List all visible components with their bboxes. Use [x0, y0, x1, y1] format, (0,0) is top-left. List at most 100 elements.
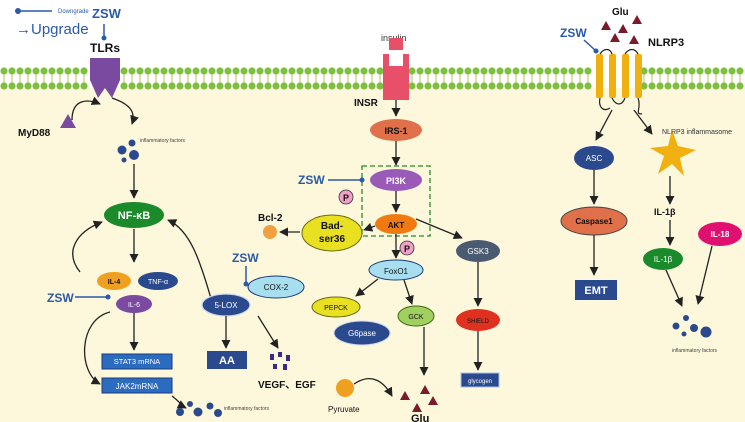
- phospho-p2-label: P: [404, 244, 410, 254]
- emt-box: [575, 280, 617, 300]
- shield-node: [456, 309, 500, 331]
- zsw-label-nlrp3: ZSW: [560, 26, 587, 40]
- akt-node: [375, 214, 417, 234]
- bcl2-label: Bcl-2: [258, 213, 283, 224]
- glu-triangles: [400, 385, 438, 412]
- pyruvate-node: [336, 379, 354, 397]
- tlr-receptor: [90, 58, 120, 98]
- zsw-label-pi3k: ZSW: [298, 173, 325, 187]
- gsk3-node: [456, 240, 500, 262]
- myd88-to-tlr-arrow: [71, 96, 101, 121]
- insulin-block: [389, 38, 403, 50]
- inflam-label-right: inflammatory factors: [672, 348, 718, 354]
- zsw-label-cox: ZSW: [232, 251, 259, 265]
- nfkb-node: [104, 202, 164, 228]
- zsw-nlrp3-dot: [593, 48, 599, 54]
- vegf-label: VEGF、EGF: [258, 380, 316, 391]
- g6pase-label: G6pase: [348, 329, 377, 338]
- gck-label: GCK: [408, 314, 424, 321]
- pepck-node: [311, 296, 361, 318]
- pi3k-node: [370, 169, 422, 191]
- myd88-triangle: [60, 114, 76, 128]
- pyruvate-label: Pyruvate: [328, 405, 360, 414]
- legend-upgrade: →Upgrade: [16, 21, 89, 38]
- inflam-label-bottom: inflammatory factors: [224, 406, 270, 412]
- cox2-label: COX-2: [264, 283, 289, 292]
- il1b-to-factors-arrow: [665, 269, 683, 307]
- bad-label-1: Bad-: [321, 221, 343, 232]
- il4-label: IL-4: [108, 279, 121, 286]
- glycogen-box: [460, 372, 500, 388]
- cell-membrane: [0, 67, 744, 90]
- nlrp3-channel: [596, 48, 643, 115]
- jak2-to-factors-arrow: [171, 395, 187, 409]
- nlrp3-to-inflammasome-arrow: [633, 109, 653, 135]
- bad-label-2: ser36: [319, 234, 346, 245]
- nlrp3-label: NLRP3: [648, 37, 684, 49]
- tlrs-label: TLRs: [90, 41, 120, 55]
- glu-top-label: Glu: [612, 7, 629, 18]
- lox5-label: 5-LOX: [214, 301, 238, 310]
- glu-top-triangles: [601, 15, 642, 44]
- zsw-cox-dot: [243, 281, 249, 287]
- phospho-p2: [399, 240, 415, 256]
- insr-receptor: [383, 54, 409, 100]
- il1b-node: [643, 248, 683, 270]
- inflammasome-star: [650, 130, 696, 176]
- aa-box: [207, 351, 247, 369]
- insr-label: INSR: [354, 98, 379, 109]
- zsw-label-il: ZSW: [47, 291, 74, 305]
- akt-to-bad-arrow: [363, 222, 376, 232]
- inflammatory-dots-left: [117, 139, 139, 163]
- pyruvate-to-glu-arrow: [353, 378, 393, 397]
- pepck-label: PEPCK: [324, 305, 348, 312]
- asc-node: [574, 146, 614, 170]
- akt-to-gsk3-arrow: [415, 218, 463, 240]
- il18-node: [698, 222, 742, 246]
- foxo1-to-gck-arrow: [403, 279, 414, 305]
- lox-to-vegf-arrow: [257, 315, 279, 349]
- foxo1-node: [368, 259, 424, 281]
- lox-to-nfkb-arrow: [167, 219, 213, 303]
- il6-to-jak2-arrow: [83, 311, 111, 385]
- aa-label: AA: [219, 355, 235, 367]
- phospho-p1-label: P: [343, 193, 349, 203]
- legend-downgrade: Downgrade: [58, 9, 89, 15]
- glu-label: Glu: [411, 413, 429, 422]
- irs1-label: IRS-1: [384, 126, 407, 136]
- caspase1-label: Caspase1: [575, 217, 613, 226]
- tnf-node: [138, 272, 178, 290]
- il18-label: IL-18: [711, 230, 730, 239]
- il1b-text: IL-1β: [654, 207, 676, 217]
- asc-label: ASC: [586, 154, 603, 163]
- vegf-particles: [270, 352, 290, 370]
- il4-to-nfkb-arrow: [72, 220, 103, 273]
- gsk3-label: GSK3: [467, 247, 489, 256]
- jak2-label: JAK2mRNA: [116, 382, 159, 391]
- inflammatory-dots-bottom: [176, 401, 222, 417]
- nfkb-label: NF-κB: [118, 210, 150, 222]
- myd88-label: MyD88: [18, 128, 51, 139]
- gck-node: [397, 305, 435, 327]
- inflammatory-dots-right: [672, 315, 712, 338]
- irs1-node: [370, 119, 422, 141]
- stat3-label: STAT3 mRNA: [114, 357, 160, 366]
- nlrp3-to-asc-arrow: [595, 109, 613, 141]
- zsw-pi3k-dot: [359, 177, 365, 183]
- il6-label: IL-6: [128, 302, 140, 309]
- inflam-label-left: inflammatory factors: [140, 138, 186, 144]
- nlrp3-inflammasome-label: NLRP3 inflammasome: [662, 129, 732, 136]
- shield-label: SHIELD: [467, 319, 489, 325]
- il1b-node-label: IL-1β: [654, 255, 673, 264]
- tnf-label: TNF-α: [148, 279, 168, 286]
- tlr-to-factors-arrow: [111, 97, 139, 125]
- stat3-box: [101, 353, 173, 370]
- jak2-box: [101, 377, 173, 394]
- foxo1-to-pepck-arrow: [355, 278, 379, 297]
- cytoplasm: [0, 88, 745, 422]
- zsw-label-tlr: ZSW: [92, 6, 122, 21]
- zsw-nlrp3-line: [583, 39, 597, 52]
- emt-label: EMT: [584, 285, 608, 297]
- cox2-node: [247, 275, 305, 299]
